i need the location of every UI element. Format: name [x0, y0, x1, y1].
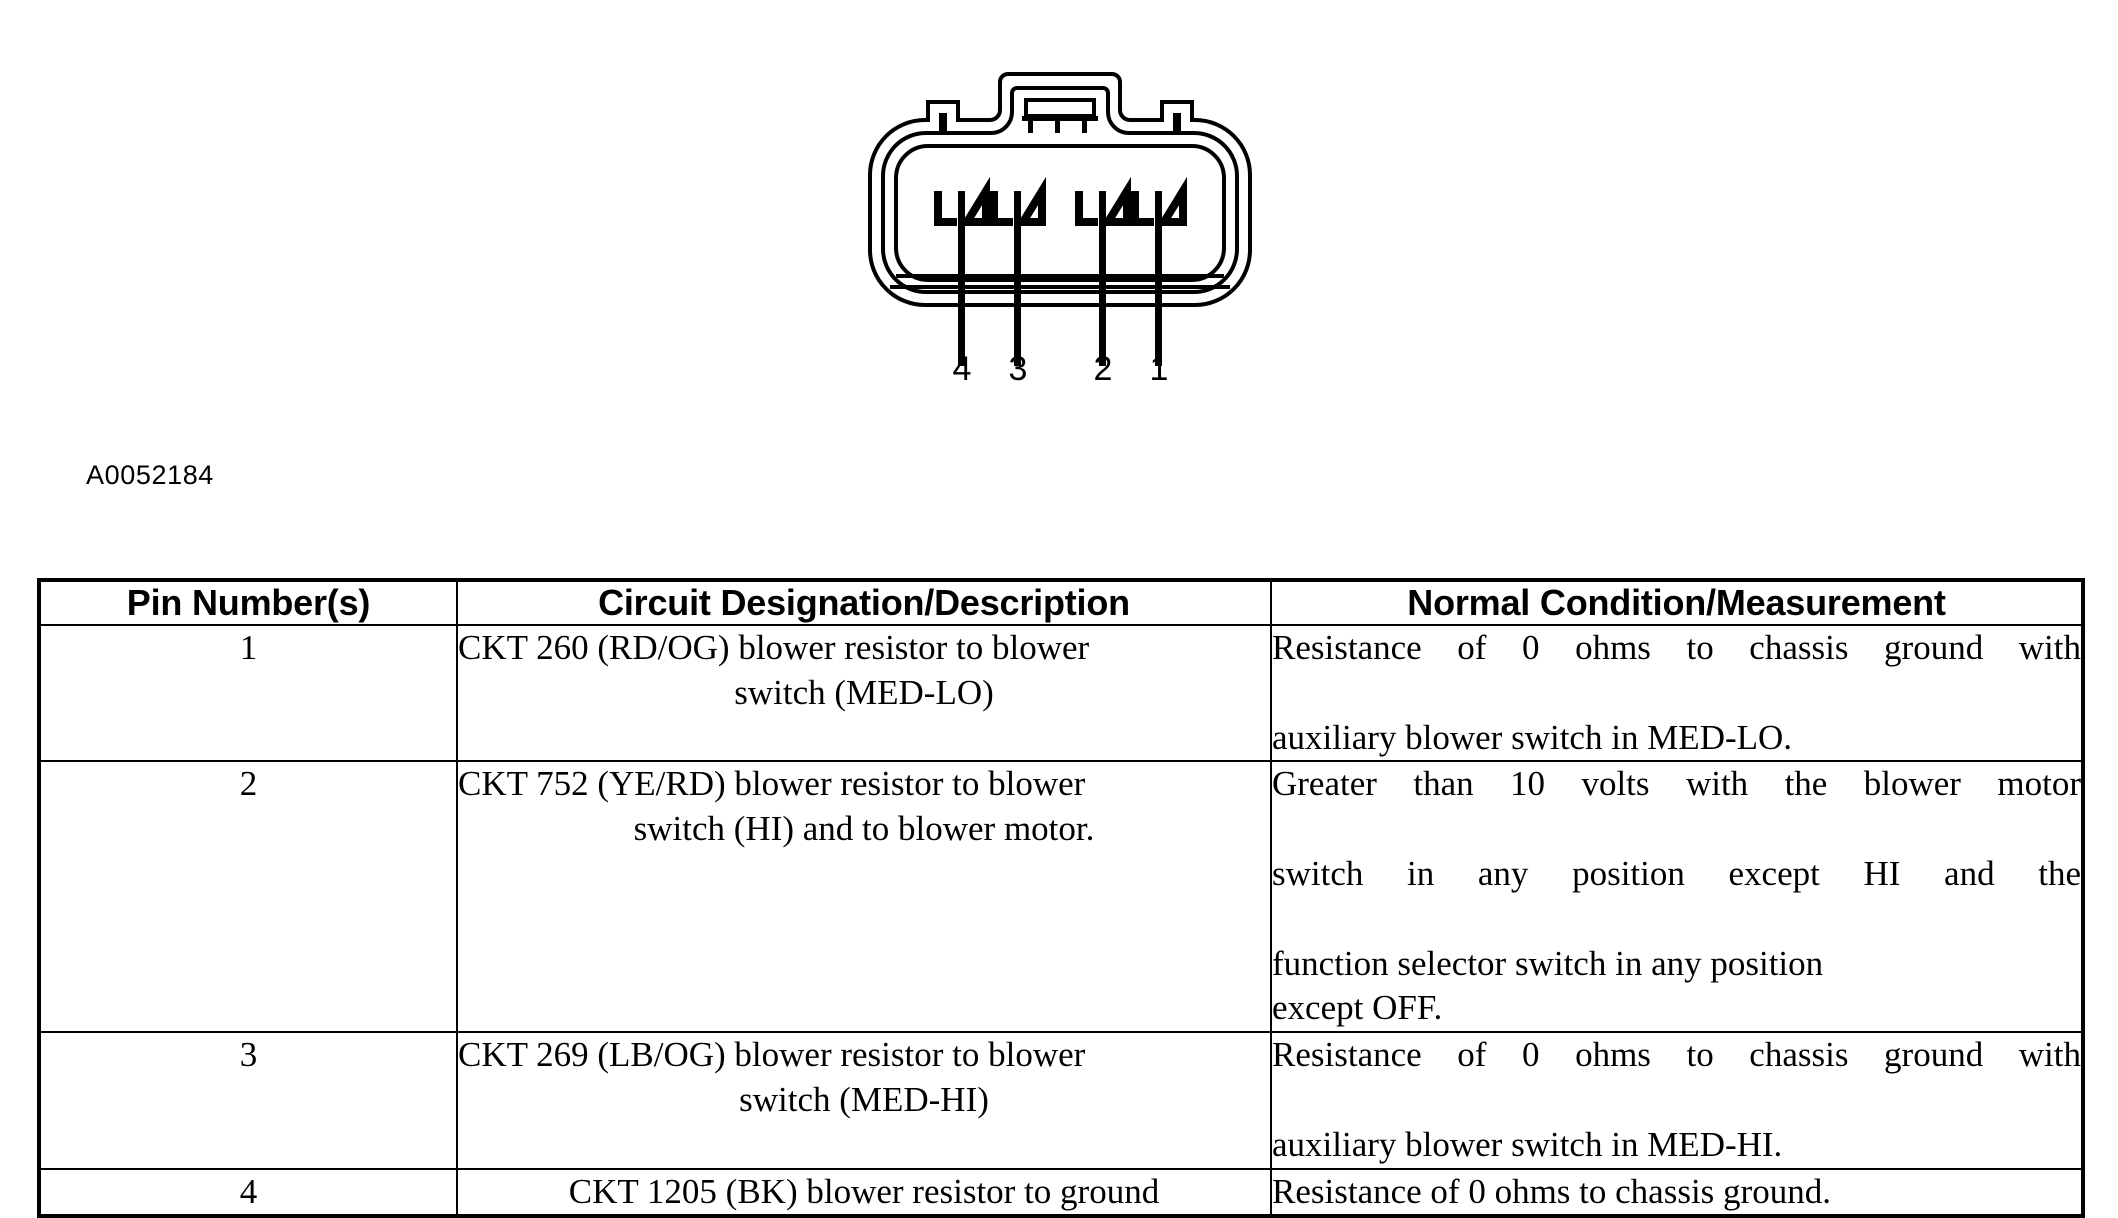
figure-id-label: A0052184	[86, 460, 214, 490]
header-pin-number: Pin Number(s)	[38, 579, 458, 626]
pin-table-header: Pin Number(s) Circuit Designation/Descri…	[38, 579, 2084, 626]
meas-line: except OFF.	[1272, 988, 1443, 1028]
desc-line: switch (HI) and to blower motor.	[633, 809, 1095, 849]
connector-bottom-seam-lines	[890, 274, 1230, 289]
connector-drawing	[868, 72, 1252, 366]
cell-normal-condition: Resistance of 0 ohms to chassis ground.	[1270, 1167, 2084, 1218]
desc-line: CKT 1205 (BK) blower resistor to ground	[568, 1171, 1160, 1211]
pin-stem-2	[1099, 191, 1106, 366]
table-row: 1 CKT 260 (RD/OG) blower resistor to blo…	[38, 623, 2084, 763]
desc-line: CKT 269 (LB/OG) blower resistor to blowe…	[458, 1035, 1086, 1075]
pin-table-container: Pin Number(s) Circuit Designation/Descri…	[37, 578, 2085, 1218]
cell-normal-condition: Resistance of 0 ohms to chassis ground w…	[1270, 1031, 2084, 1170]
header-normal-condition: Normal Condition/Measurement	[1270, 579, 2084, 626]
table-header-row: Pin Number(s) Circuit Designation/Descri…	[38, 579, 2084, 626]
meas-line: Greater than 10 volts with the blower mo…	[1272, 764, 2081, 804]
cell-pin-number: 4	[38, 1167, 458, 1218]
connector-cavity-face	[894, 144, 1226, 282]
connector-latch-detail	[1022, 98, 1098, 133]
desc-line: switch (MED-HI)	[739, 1079, 989, 1119]
cell-circuit-description: CKT 752 (YE/RD) blower resistor to blowe…	[456, 760, 1272, 1034]
desc-line: switch (MED-LO)	[734, 672, 994, 712]
cell-circuit-description: CKT 269 (LB/OG) blower resistor to blowe…	[456, 1031, 1272, 1170]
cell-pin-number: 2	[38, 760, 458, 1034]
cell-normal-condition: Resistance of 0 ohms to chassis ground w…	[1270, 623, 2084, 763]
header-circuit-designation: Circuit Designation/Description	[456, 579, 1272, 626]
meas-line: Resistance of 0 ohms to chassis ground w…	[1272, 1035, 2081, 1075]
meas-line: switch in any position except HI and the	[1272, 853, 2081, 893]
connector-pinout-figure: 4 3 2 1	[850, 60, 1270, 390]
table-row: 4 CKT 1205 (BK) blower resistor to groun…	[38, 1167, 2084, 1218]
desc-line: CKT 260 (RD/OG) blower resistor to blowe…	[458, 628, 1090, 667]
pin-table: Pin Number(s) Circuit Designation/Descri…	[37, 578, 2085, 1218]
pin-table-body: 1 CKT 260 (RD/OG) blower resistor to blo…	[38, 623, 2084, 1218]
connector-outer-shell	[868, 72, 1252, 307]
cell-pin-number: 3	[38, 1031, 458, 1170]
pin-number-labels: 4 3 2 1	[850, 350, 1270, 390]
table-row: 2 CKT 752 (YE/RD) blower resistor to blo…	[38, 760, 2084, 1034]
meas-line: auxiliary blower switch in MED-LO.	[1272, 717, 1793, 757]
pin-label-1: 1	[1149, 350, 1169, 388]
pin-stem-3	[1014, 191, 1021, 366]
meas-line: Resistance of 0 ohms to chassis ground w…	[1272, 628, 2081, 667]
table-row: 3 CKT 269 (LB/OG) blower resistor to blo…	[38, 1031, 2084, 1170]
desc-line: CKT 752 (YE/RD) blower resistor to blowe…	[458, 764, 1086, 804]
meas-line: Resistance of 0 ohms to chassis ground.	[1272, 1171, 1831, 1211]
cell-circuit-description: CKT 260 (RD/OG) blower resistor to blowe…	[456, 623, 1272, 763]
cell-pin-number: 1	[38, 623, 458, 763]
pin-label-4: 4	[952, 350, 972, 388]
cell-circuit-description: CKT 1205 (BK) blower resistor to ground	[456, 1167, 1272, 1218]
connector-inner-shell	[881, 86, 1239, 294]
pin-label-3: 3	[1008, 350, 1028, 388]
connector-terminal-cavities	[934, 176, 1187, 366]
meas-line: auxiliary blower switch in MED-HI.	[1272, 1124, 1783, 1164]
pin-label-2: 2	[1093, 350, 1113, 388]
cell-normal-condition: Greater than 10 volts with the blower mo…	[1270, 760, 2084, 1034]
meas-line: function selector switch in any position	[1272, 943, 1824, 983]
pin-stem-4	[958, 191, 965, 366]
pin-stem-1	[1155, 191, 1162, 366]
